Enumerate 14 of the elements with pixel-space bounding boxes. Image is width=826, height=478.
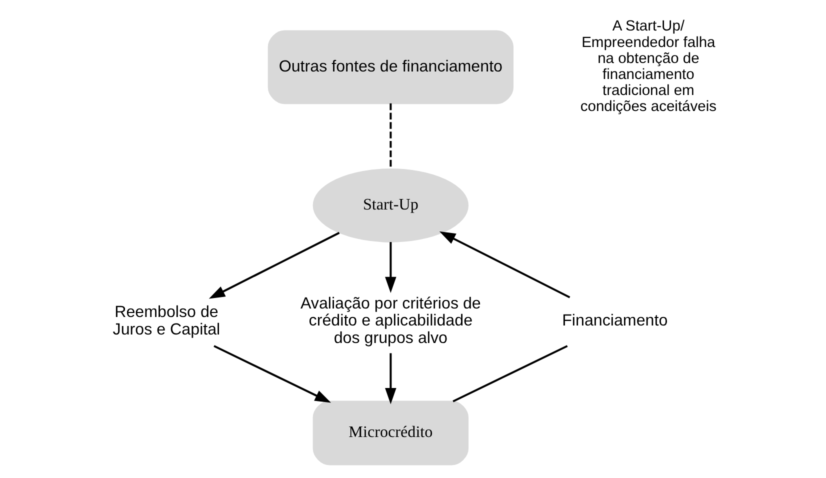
node-text: Reembolso de Juros e Capital xyxy=(112,303,220,338)
connector xyxy=(452,345,568,402)
arrow xyxy=(208,232,340,299)
arrow xyxy=(384,353,396,404)
node-text: A Start-Up/ Empreendedor falha na obtenção de financiamento tradicional em condições aceitáveis xyxy=(580,18,716,116)
arrow xyxy=(438,231,570,298)
node-text: Avaliação por critérios de crédito e aplicabilidade dos grupos alvo xyxy=(300,294,480,348)
node-text: Financiamento xyxy=(562,312,668,330)
arrow xyxy=(384,242,396,293)
arrow xyxy=(213,345,331,403)
node-box: Outras fontes de financiamento xyxy=(267,30,514,104)
connector xyxy=(389,103,392,169)
node-box: Microcrédito xyxy=(312,400,468,466)
node-ellipse: Start-Up xyxy=(312,168,468,242)
